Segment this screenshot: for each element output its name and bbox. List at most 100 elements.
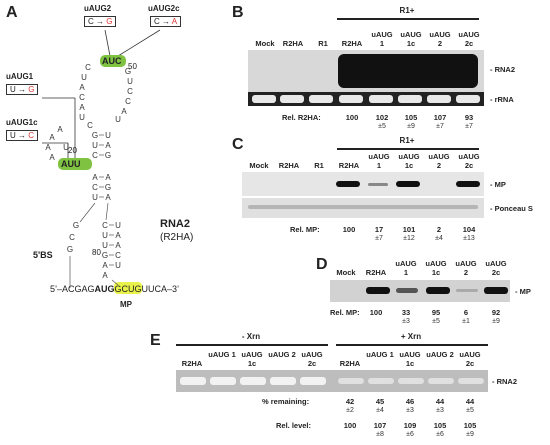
panel-d-value-3: 95 xyxy=(431,308,441,317)
panel-e-rel-sd-4: ±6 xyxy=(436,431,444,438)
svg-text:G: G xyxy=(105,183,111,192)
panel-e-lane-3: uAUG 1c xyxy=(241,350,263,368)
panel-c-sd-5: ±13 xyxy=(463,235,475,242)
svg-text:C: C xyxy=(85,63,91,72)
svg-text:A: A xyxy=(57,125,63,134)
svg-text:U: U xyxy=(79,113,85,122)
panel-c-value-2: 17 xyxy=(374,225,384,234)
svg-text:G: G xyxy=(67,245,73,254)
panel-c-lane-7: uAUG 2 xyxy=(428,152,450,170)
panel-c-value-4: 2 xyxy=(436,225,442,234)
panel-e-rel-label: Rel. level: xyxy=(276,421,312,430)
svg-text:G: G xyxy=(73,221,79,230)
svg-text:U: U xyxy=(105,131,111,140)
svg-text:U: U xyxy=(115,115,121,124)
panel-e-pct-sd-2: ±4 xyxy=(376,407,384,414)
panel-d-lane-2: R2HA xyxy=(365,268,387,277)
panel-e-rel-2: 107 xyxy=(373,421,387,430)
panel-b-lane-7: uAUG 2 xyxy=(429,30,451,48)
panel-e-group-bar-1 xyxy=(176,344,328,346)
panel-b-group: R1+ xyxy=(399,6,415,15)
svg-text:U: U xyxy=(115,221,121,230)
panel-d-lane-6: uAUG 2c xyxy=(485,259,507,277)
svg-text:C: C xyxy=(125,97,131,106)
panel-e-rel-1: 100 xyxy=(343,421,357,430)
panel-c-lane-6: uAUG 1c xyxy=(398,152,420,170)
panel-c-lane-2: R2HA xyxy=(278,161,300,170)
panel-e-rel-4: 105 xyxy=(433,421,447,430)
svg-text:A: A xyxy=(49,153,55,162)
panel-e-rel-5: 105 xyxy=(463,421,477,430)
panel-e-lane-9: uAUG 2 xyxy=(426,350,454,359)
panel-b-group-bar xyxy=(337,18,479,20)
mutation-uaug2-box: C → G xyxy=(84,16,117,27)
svg-text:A: A xyxy=(45,143,51,152)
svg-text:C: C xyxy=(79,93,85,102)
svg-text:U: U xyxy=(92,141,98,150)
panel-d-mp-blot xyxy=(330,280,510,302)
panel-c-rel-label: Rel. MP: xyxy=(290,225,320,234)
panel-e-rel-sd-3: ±6 xyxy=(406,431,414,438)
mutation-uaug1c-box: U → C xyxy=(6,130,39,141)
panel-e-lane-5: uAUG 2c xyxy=(301,350,323,368)
seq-aug-start-codon: AUG xyxy=(94,284,115,294)
panel-e-rna2-blot xyxy=(176,370,488,392)
auc-codon: AUC xyxy=(102,56,122,66)
panel-e-rel-3: 109 xyxy=(403,421,417,430)
svg-text:U: U xyxy=(102,231,108,240)
rna2-subtitle: (R2HA) xyxy=(160,232,194,243)
panel-b-sd-3: ±9 xyxy=(407,123,415,130)
panel-d-lane-5: uAUG 2 xyxy=(455,259,477,277)
seq-5prime: 5’–ACGAG xyxy=(50,284,95,294)
panel-d-value-1: 100 xyxy=(369,308,383,317)
panel-d-sd-5: ±9 xyxy=(492,318,500,325)
panel-b-rna2-blot xyxy=(248,50,484,92)
panel-c-sd-3: ±12 xyxy=(403,235,415,242)
panel-b-lane-8: uAUG 2c xyxy=(458,30,480,48)
panel-c-label: C xyxy=(232,136,244,153)
panel-b-side-rna2: - RNA2 xyxy=(490,65,516,74)
panel-c-side-ponceau: - Ponceau S xyxy=(490,204,533,213)
svg-text:G: G xyxy=(125,67,131,76)
svg-text:C: C xyxy=(102,221,108,230)
panel-c-lane-1: Mock xyxy=(249,161,269,170)
panel-b-lane-5: uAUG 1 xyxy=(371,30,393,48)
panel-d-lane-1: Mock xyxy=(336,268,356,277)
panel-d-sd-4: ±1 xyxy=(462,318,470,325)
svg-text:G: G xyxy=(92,131,98,140)
panel-b-rrna-blot xyxy=(248,92,484,106)
mutation-uaug1-box: U → G xyxy=(6,84,39,95)
panel-c-ponceau-blot xyxy=(242,198,484,218)
panel-e-lane-2: uAUG 1 xyxy=(208,350,236,359)
panel-b-rel-label: Rel. R2HA: xyxy=(282,113,321,122)
panel-d-sd-2: ±3 xyxy=(402,318,410,325)
panel-b-value-5: 93 xyxy=(464,113,474,122)
panel-c-lane-5: uAUG 1 xyxy=(368,152,390,170)
panel-e-lane-7: uAUG 1 xyxy=(366,350,394,359)
svg-text:G: G xyxy=(105,151,111,160)
panel-e-lane-10: uAUG 2c xyxy=(459,350,481,368)
svg-text:A: A xyxy=(121,107,127,116)
panel-b-value-1: 100 xyxy=(345,113,359,122)
panel-d-value-4: 6 xyxy=(463,308,469,317)
panel-e-group-minus-xrn: - Xrn xyxy=(241,332,261,341)
panel-c-value-3: 101 xyxy=(402,225,416,234)
panel-b-lane-2: R2HA xyxy=(282,39,304,48)
panel-e-lane-6: R2HA xyxy=(339,359,361,368)
svg-text:A: A xyxy=(79,83,85,92)
panel-c-value-1: 100 xyxy=(342,225,356,234)
panel-c-value-5: 104 xyxy=(462,225,476,234)
panel-e-pct-1: 42 xyxy=(345,397,355,406)
nt-50-label: 50 xyxy=(128,62,137,71)
panel-b-sd-4: ±7 xyxy=(436,123,444,130)
panel-d-value-2: 33 xyxy=(401,308,411,317)
panel-b-lane-3: R1 xyxy=(318,39,328,48)
panel-c-group: R1+ xyxy=(399,136,415,145)
panel-c-group-bar xyxy=(337,148,479,150)
panel-e-group-plus-xrn: + Xrn xyxy=(400,332,422,341)
svg-text:C: C xyxy=(69,233,75,242)
svg-text:U: U xyxy=(102,241,108,250)
panel-e-group-bar-2 xyxy=(336,344,488,346)
panel-e-pct-sd-1: ±2 xyxy=(346,407,354,414)
